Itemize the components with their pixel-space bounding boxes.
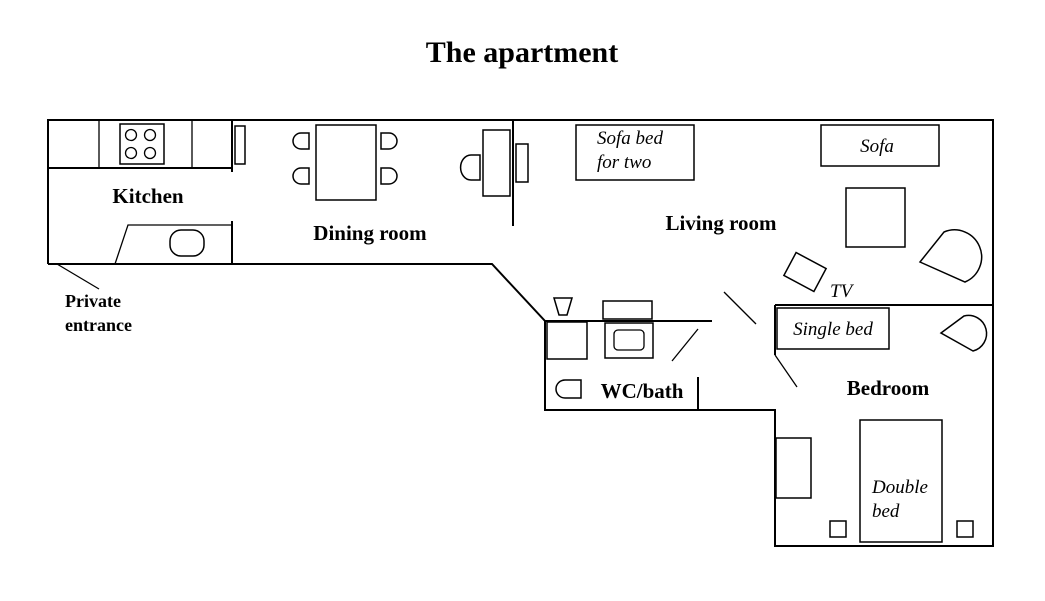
sofa-bed-icon — [575, 124, 695, 181]
wardrobe-icon — [775, 437, 812, 499]
chair-icon — [380, 132, 398, 150]
bathtub-icon — [604, 322, 654, 359]
toilet-tank-icon — [552, 297, 574, 316]
chair-icon — [459, 154, 481, 181]
tv-icon — [782, 251, 828, 293]
stove-icon — [119, 123, 165, 165]
shelf-icon — [515, 143, 529, 183]
chair-icon — [292, 132, 310, 150]
double-bed-label-line2: bed — [872, 501, 900, 522]
shower-icon — [546, 321, 588, 360]
armchair-icon — [918, 229, 983, 283]
room-label-dining: Dining room — [313, 221, 427, 245]
chair-icon — [380, 167, 398, 185]
wc-fixtures — [546, 297, 654, 399]
nightstand-icon — [956, 520, 974, 538]
nightstand-icon — [829, 520, 847, 538]
outer-walls — [47, 119, 994, 547]
room-label-kitchen: Kitchen — [112, 184, 183, 208]
kitchen-fixtures — [98, 120, 246, 265]
dining-furniture — [292, 124, 529, 201]
entrance-label-line1: Private — [65, 291, 121, 311]
entrance-label-line2: entrance — [65, 315, 132, 335]
plan-title: The apartment — [426, 36, 618, 69]
room-label-living: Living room — [665, 211, 777, 235]
room-label-bedroom: Bedroom — [847, 376, 930, 400]
sofa-bed-label-line2: for two — [597, 152, 651, 173]
double-bed-icon — [859, 419, 943, 543]
dining-table-icon — [315, 124, 377, 201]
side-table-icon — [482, 129, 511, 197]
sink-icon — [169, 229, 205, 257]
counter-icon — [602, 300, 653, 320]
living-furniture — [575, 124, 983, 293]
coffee-table-icon — [845, 187, 906, 248]
chair-icon — [292, 167, 310, 185]
kitchen-cabinet-icon — [234, 125, 246, 165]
single-bed-label: Single bed — [793, 319, 873, 340]
sofa-label: Sofa — [860, 136, 894, 157]
washbasin-icon — [555, 379, 582, 399]
bedroom-furniture — [775, 307, 988, 543]
room-label-wc: WC/bath — [601, 379, 684, 403]
armchair-icon — [939, 314, 988, 352]
tv-label: TV — [830, 281, 855, 302]
single-bed-icon — [776, 307, 890, 350]
kitchen-counter — [114, 224, 232, 265]
sofa-icon — [820, 124, 940, 167]
double-bed-label-line1: Double — [871, 477, 928, 498]
sofa-bed-label-line1: Sofa bed — [597, 128, 663, 149]
interior-walls — [48, 120, 993, 410]
